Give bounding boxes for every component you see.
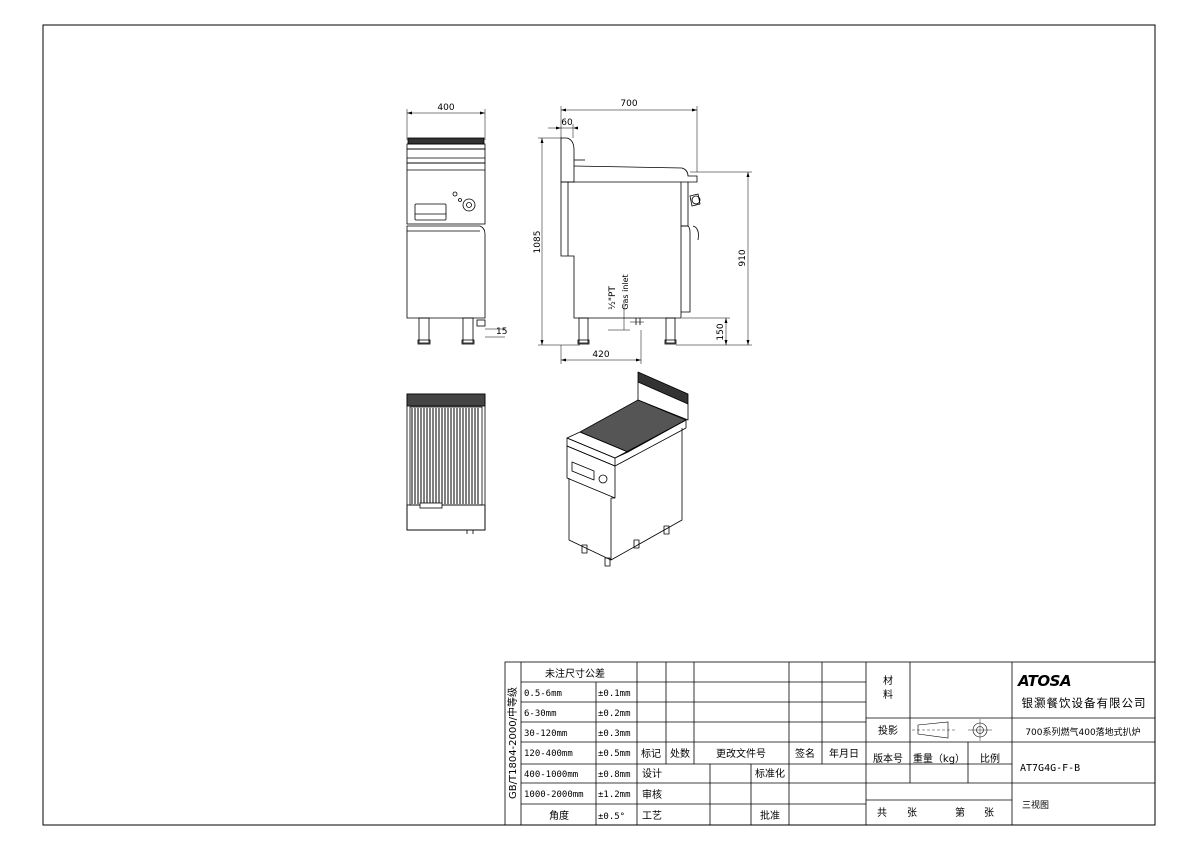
tolerance-header: 未注尺寸公差	[545, 667, 605, 680]
side-body-height-dim: 910	[738, 249, 748, 266]
role-review: 审核	[642, 788, 662, 801]
front-view	[406, 109, 505, 345]
rev-date-header: 年月日	[829, 747, 859, 760]
weight-label: 重量（kg）	[913, 752, 965, 765]
material-label-2: 料	[883, 688, 893, 701]
drawing-type: 三视图	[1022, 799, 1049, 811]
isometric-view	[566, 371, 689, 567]
total-label: 共	[877, 807, 887, 819]
rev-mark-header: 标记	[641, 748, 661, 760]
side-backsplash-dim: 60	[561, 118, 573, 128]
tolerance-range: 120-400mm	[524, 749, 573, 759]
sheet-label: 张	[907, 807, 917, 819]
tolerance-range: 1000-2000mm	[524, 790, 584, 800]
rev-count-header: 处数	[670, 747, 690, 760]
gas-inlet-label: Gas inlet	[621, 274, 630, 309]
model-number: AT7G4G-F-B	[1020, 763, 1080, 774]
scale-label: 比例	[980, 752, 1000, 765]
tolerance-value: ±1.2mm	[598, 790, 631, 800]
role-standardize: 标准化	[755, 767, 785, 780]
gas-size-label: ½"PT	[608, 286, 618, 310]
product-name: 700系列燃气400落地式扒炉	[1025, 726, 1140, 738]
front-width-dim: 400	[437, 103, 454, 113]
tolerance-value: ±0.8mm	[598, 770, 631, 780]
rev-doc-header: 更改文件号	[716, 747, 766, 760]
tolerance-value: ±0.2mm	[598, 709, 631, 719]
tolerance-range: 6-30mm	[524, 709, 557, 719]
tolerance-value: ±0.3mm	[598, 729, 631, 739]
top-view	[406, 393, 486, 534]
title-block	[504, 661, 1156, 826]
tolerance-value: ±0.5mm	[598, 749, 631, 759]
tolerance-standard: GB/T1804-2000/中等级	[506, 687, 519, 799]
role-design: 设计	[642, 767, 662, 780]
rev-sign-header: 签名	[795, 747, 815, 760]
side-base-depth-dim: 420	[592, 350, 609, 360]
tolerance-range: 30-120mm	[524, 729, 567, 739]
side-leg-height-dim: 150	[716, 323, 726, 340]
side-view	[538, 106, 752, 364]
svg-text:ATOSA: ATOSA	[1017, 672, 1071, 690]
atosa-logo: ATOSA	[1017, 672, 1072, 690]
tolerance-range: 400-1000mm	[524, 770, 578, 780]
page-label: 第	[955, 806, 965, 819]
side-depth-dim: 700	[620, 99, 637, 109]
role-process: 工艺	[642, 810, 662, 822]
tolerance-range: 0.5-6mm	[524, 689, 562, 699]
front-foot-dim: 15	[496, 327, 507, 337]
tolerance-value: ±0.5°	[598, 812, 625, 822]
role-approve: 批准	[760, 809, 780, 822]
material-label-1: 材	[883, 674, 893, 687]
tolerance-rows: 0.5-6mm ±0.1mm 6-30mm ±0.2mm 30-120mm ±0.3mm 1…	[524, 689, 631, 822]
version-label: 版本号	[873, 752, 903, 765]
page-sheet-label: 张	[984, 807, 994, 819]
side-total-height-dim: 1085	[533, 231, 543, 254]
projection-label: 投影	[878, 724, 898, 737]
tolerance-range: 角度	[549, 809, 569, 822]
company-name: 银灏餐饮设备有限公司	[1022, 696, 1147, 710]
tolerance-value: ±0.1mm	[598, 689, 631, 699]
